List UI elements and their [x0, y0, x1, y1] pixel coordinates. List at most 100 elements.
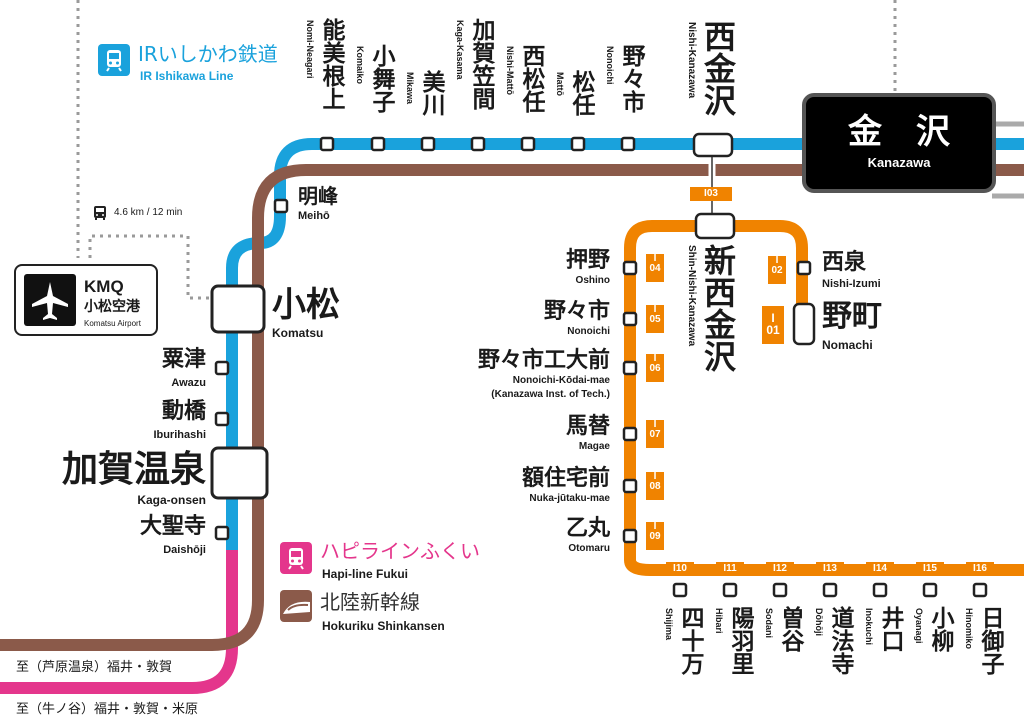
station-marker-shin-nishi-kanazawa [694, 212, 736, 240]
station-marker [214, 411, 230, 427]
station-name-en: Magae [578, 441, 610, 452]
station-name-ja: 馬替 [565, 414, 610, 439]
nishi-kanazawa-name-en: Nishi-Kanazawa [686, 22, 697, 99]
station-name-ja: 松任 [568, 70, 594, 116]
airplane-icon [24, 274, 76, 326]
station-name-ja: 野々市 [618, 44, 644, 113]
station-marker [772, 582, 788, 598]
station-name-ja: 野々市工大前 [477, 348, 610, 373]
nomachi-name-en: Nomachi [822, 338, 873, 352]
station-name-ja: 額住宅前 [521, 466, 610, 491]
hapi-line [0, 545, 238, 694]
shinkansen-line [0, 164, 1024, 651]
station-marker [622, 260, 638, 276]
station-code: I15 [916, 562, 944, 576]
nishi-izumi-name-ja: 西泉 [822, 250, 867, 275]
legend-ir-ja: IRいしかわ鉄道 [138, 42, 278, 66]
airport-code: KMQ [84, 277, 124, 296]
station-marker [622, 311, 638, 327]
station-marker [520, 136, 536, 152]
station-marker [722, 582, 738, 598]
kaga-onsen-name-en: Kaga-onsen [137, 493, 206, 507]
station-marker [620, 136, 636, 152]
station-code-i03: I03 [690, 187, 732, 201]
station-marker [214, 360, 230, 376]
kanazawa-name-ja: 金 沢 [848, 112, 950, 152]
station-marker [622, 478, 638, 494]
station-name-ja: 曽谷 [777, 606, 803, 652]
nishi-kanazawa-name-ja: 西金沢 [699, 20, 737, 116]
station-name-ja: 野々市 [543, 299, 610, 324]
station-marker [622, 426, 638, 442]
komatsu-name-en: Komatsu [272, 326, 324, 340]
awazu-name-en: Awazu [171, 377, 206, 389]
station-name-en: Komaiko [355, 46, 365, 85]
legend-shinkansen-ja: 北陸新幹線 [320, 590, 420, 614]
station-marker-nomachi [792, 302, 816, 346]
iburihashi-name-en: Iburihashi [153, 429, 206, 441]
station-name-en: Hinomiko [964, 608, 974, 650]
station-name-ja: 美川 [418, 70, 444, 116]
station-name-en: Mikawa [405, 72, 415, 105]
station-marker-meiho [273, 198, 289, 214]
train-icon [280, 542, 312, 574]
station-code: I16 [966, 562, 994, 576]
station-code: I13 [816, 562, 844, 576]
station-name-ja: 加賀笠間 [468, 18, 494, 110]
kanazawa-name-en: Kanazawa [867, 155, 931, 170]
station-name-en: Nomi-Neagari [305, 20, 315, 79]
station-marker [796, 260, 812, 276]
station-name-en: Oshino [575, 275, 610, 286]
station-name-ja: 四十万 [677, 606, 703, 675]
station-marker [872, 582, 888, 598]
legend-ir-en: IR Ishikawa Line [140, 69, 234, 83]
station-name-ja: 井口 [877, 606, 903, 652]
station-marker [622, 360, 638, 376]
station-name-en: Oyanagi [914, 608, 924, 644]
station-name-ja: 道法寺 [827, 606, 853, 675]
meiho-name-en: Meihō [298, 210, 330, 222]
station-marker [214, 525, 230, 541]
shin-nishi-kanazawa-name-ja: 新西金沢 [699, 244, 737, 372]
station-name-en: Hibari [714, 608, 724, 634]
station-code: I10 [666, 562, 694, 576]
shin-nishi-kanazawa-name-en: Shin-Nishi-Kanazawa [686, 245, 697, 347]
station-code: I14 [866, 562, 894, 576]
station-marker [622, 528, 638, 544]
meiho-name-ja: 明峰 [298, 184, 338, 208]
ishikawa-line-south [624, 559, 1024, 576]
daishoji-name-en: Daishōji [163, 544, 206, 556]
station-marker [972, 582, 988, 598]
station-name-ja: 能美根上 [318, 18, 344, 110]
station-markers [210, 132, 988, 598]
airport-name-en: Komatsu Airport [84, 319, 141, 328]
station-name-en: Nuka-jūtaku-mae [529, 493, 610, 504]
train-icon [98, 44, 130, 76]
bus-info: 4.6 km / 12 min [114, 207, 183, 218]
legend-hapi-ja: ハピラインふくい [320, 539, 480, 563]
station-code: I12 [766, 562, 794, 576]
destination-hapi: 至（牛ノ谷）福井・敦賀・米原 [16, 702, 199, 717]
station-name-en: Mattō [555, 72, 565, 96]
station-name-ja: 日御子 [977, 606, 1003, 675]
station-marker [420, 136, 436, 152]
awazu-name-ja: 粟津 [161, 347, 206, 372]
station-marker [570, 136, 586, 152]
destination-shinkansen: 至（芦原温泉）福井・敦賀 [16, 660, 173, 675]
station-name-ja: 西松任 [518, 44, 544, 113]
komatsu-name-ja: 小松 [272, 285, 340, 325]
station-code: I11 [716, 562, 744, 576]
station-name-en: Dōhōji [814, 608, 824, 636]
airport-box: KMQ 小松空港 Komatsu Airport [14, 264, 158, 336]
station-marker [822, 582, 838, 598]
station-marker-nishi-kanazawa [692, 132, 734, 158]
station-name-ja: 乙丸 [565, 516, 610, 541]
station-name-en: Nonoichi [605, 46, 615, 85]
